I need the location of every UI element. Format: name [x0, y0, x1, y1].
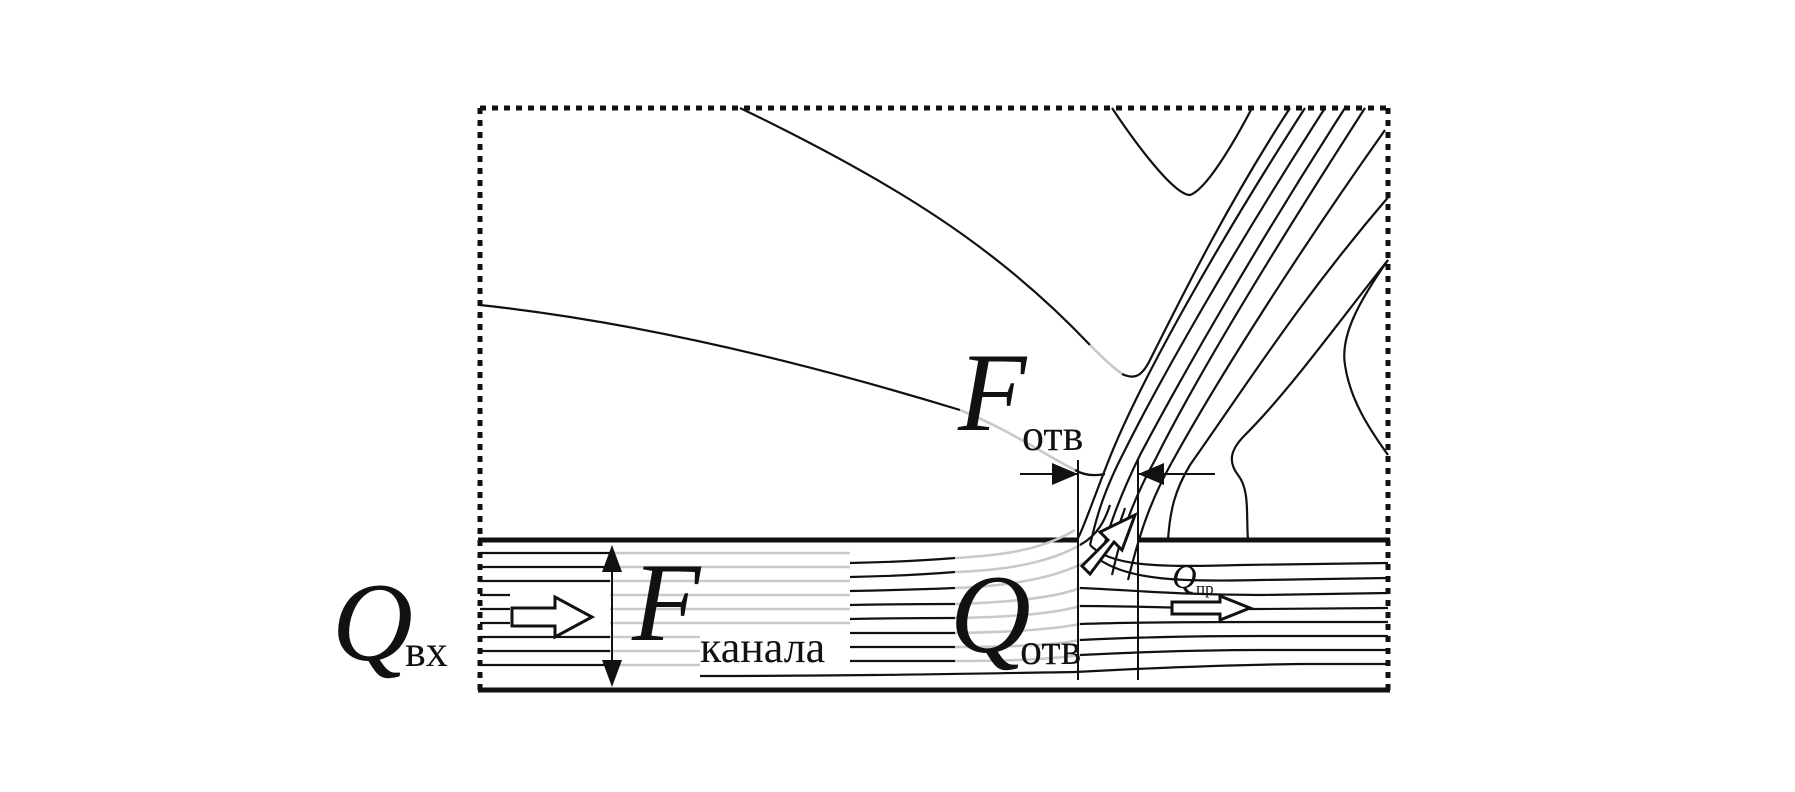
flow-arrows	[510, 512, 1255, 640]
streamline	[1088, 107, 1326, 546]
streamline	[1079, 586, 1389, 597]
streamline	[1079, 648, 1388, 657]
streamline	[1079, 504, 1112, 546]
streamline	[1111, 107, 1253, 197]
dimension-arrowhead-right	[1052, 463, 1078, 485]
q-through-subscript: пр	[1196, 579, 1214, 598]
streamline-grey	[954, 622, 1081, 635]
f-channel-letter: F	[631, 541, 702, 665]
streamline	[1098, 107, 1346, 561]
height-arrowhead-up	[602, 545, 622, 572]
streamline-grey	[954, 560, 1086, 590]
q-inlet-letter: Q	[332, 561, 413, 685]
q-hole-subscript: отв	[1020, 625, 1081, 674]
labels: Q вх F канала Q отв F отв Q пр	[332, 331, 1214, 685]
q-through-letter: Q	[1172, 559, 1197, 596]
streamline-grey	[954, 528, 1076, 560]
streamline	[1166, 194, 1391, 541]
dimension-arrowhead-left	[1138, 463, 1164, 485]
streamline	[1074, 662, 1388, 674]
streamline	[1110, 107, 1366, 576]
streamline-grey-segment	[959, 408, 1076, 472]
streamline	[1077, 107, 1306, 539]
streamline	[849, 570, 956, 579]
streamline	[699, 670, 1076, 678]
streamline-grey	[954, 543, 1081, 574]
streamline-grey	[954, 638, 1081, 649]
channel-height-dimension	[602, 545, 622, 687]
f-hole-subscript: отв	[1022, 411, 1083, 460]
hole-outflow-arrow-icon	[1079, 512, 1138, 577]
domain-boundary	[477, 105, 1391, 690]
through-flow-arrow-icon	[1170, 593, 1255, 623]
streamline	[1074, 469, 1106, 477]
streamline-grey-segment	[1089, 344, 1123, 376]
streamline	[849, 586, 956, 593]
streamline-grey	[954, 586, 1081, 606]
q-inlet-subscript: вх	[405, 627, 448, 676]
streamline	[1079, 620, 1388, 626]
streamline	[849, 602, 956, 607]
streamline	[1099, 559, 1389, 582]
outer-streamlines	[479, 107, 1391, 581]
streamline	[739, 107, 1091, 346]
hole-width-markers	[1020, 460, 1215, 680]
streamline	[1230, 259, 1389, 541]
height-arrowhead-down	[602, 660, 622, 687]
channel-streamlines	[480, 504, 1389, 678]
streamline	[849, 556, 956, 565]
streamline	[1079, 634, 1388, 642]
streamline	[1121, 107, 1291, 378]
streamline	[479, 303, 961, 412]
f-hole-letter: F	[957, 331, 1028, 455]
inlet-flow-arrow-icon	[510, 594, 596, 640]
f-channel-subscript: канала	[700, 623, 825, 672]
channel-walls	[478, 537, 1390, 693]
streamline-grey	[954, 604, 1081, 620]
streamline	[1126, 129, 1386, 581]
streamline-grey	[954, 653, 1081, 663]
streamline	[1343, 259, 1389, 456]
streamline	[849, 616, 956, 621]
q-hole-letter: Q	[950, 553, 1031, 677]
